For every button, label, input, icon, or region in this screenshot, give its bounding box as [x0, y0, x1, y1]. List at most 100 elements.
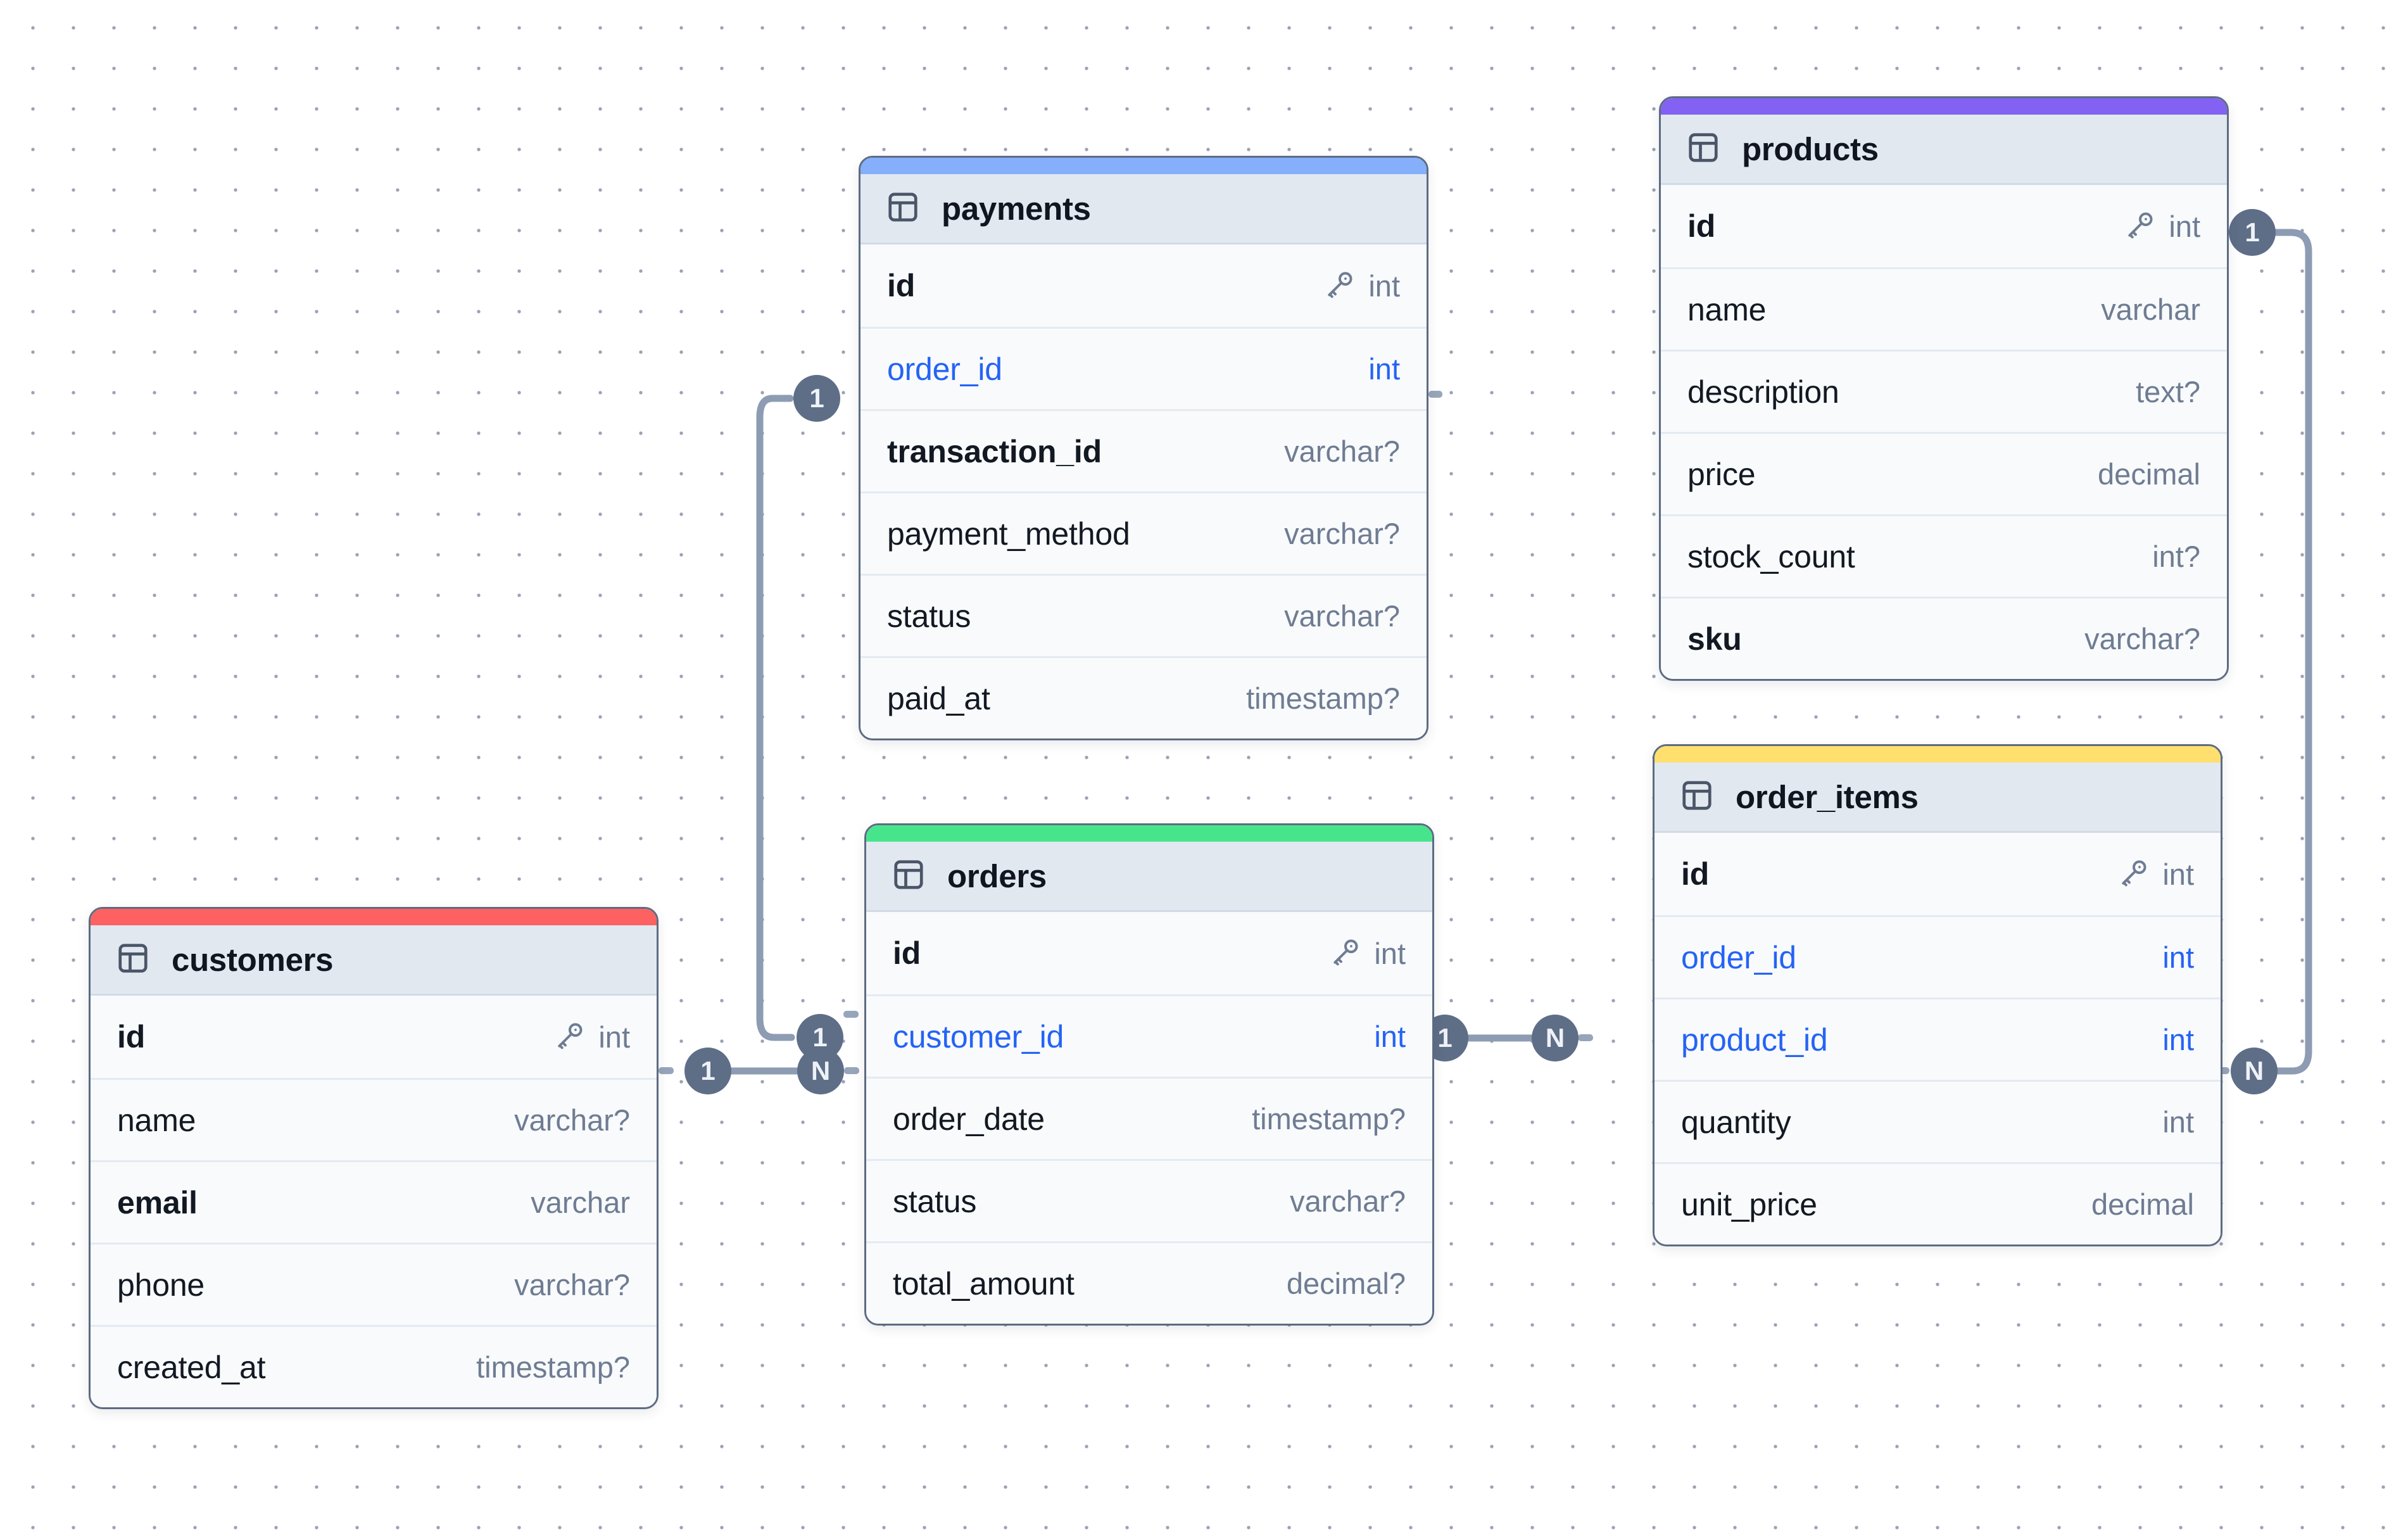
key-icon [1330, 936, 1361, 971]
table-accent-bar [1661, 98, 2227, 115]
field-name: price [1687, 456, 1756, 492]
field-meta: varchar [531, 1185, 630, 1220]
table-header[interactable]: customers [91, 925, 657, 996]
edge-stub [1428, 391, 1442, 398]
field-type: varchar? [1284, 517, 1400, 550]
field-type: varchar? [1290, 1184, 1406, 1218]
table-accent-bar [860, 158, 1427, 174]
cardinality-badge[interactable]: N [797, 1048, 844, 1094]
field-row[interactable]: email varchar [91, 1160, 657, 1243]
field-meta: timestamp? [1246, 681, 1400, 716]
table-icon [886, 190, 920, 227]
edge-stub [843, 1011, 859, 1018]
field-row[interactable]: unit_price decimal [1655, 1162, 2221, 1244]
field-meta: int [1330, 936, 1406, 971]
field-row[interactable]: phone varchar? [91, 1243, 657, 1325]
field-type: varchar [2101, 293, 2200, 326]
field-name: sku [1687, 621, 1742, 657]
field-meta: varchar? [2084, 621, 2200, 656]
table-header[interactable]: payments [860, 174, 1427, 244]
field-name: description [1687, 374, 1839, 410]
edge-stub [844, 1067, 859, 1074]
field-meta: varchar? [514, 1103, 630, 1137]
field-row[interactable]: id int [860, 244, 1427, 327]
field-type: varchar [531, 1186, 630, 1219]
field-name: status [893, 1183, 977, 1219]
field-meta: timestamp? [476, 1350, 630, 1384]
cardinality-badge[interactable]: 1 [2229, 209, 2276, 256]
field-name: transaction_id [887, 433, 1102, 469]
field-meta: varchar [2101, 292, 2200, 327]
field-row[interactable]: product_id int [1655, 998, 2221, 1080]
field-type: int [2162, 940, 2194, 974]
cardinality-badge[interactable]: N [1532, 1015, 1579, 1061]
field-name: order_id [887, 351, 1002, 387]
table-icon [116, 941, 150, 978]
field-meta: int [2118, 857, 2194, 892]
field-name: unit_price [1681, 1186, 1817, 1222]
field-meta: decimal [2091, 1187, 2194, 1222]
field-type: decimal [2091, 1188, 2194, 1221]
field-name: phone [117, 1267, 205, 1303]
field-meta: timestamp? [1252, 1101, 1406, 1136]
field-meta: int [1374, 1019, 1406, 1054]
field-type: timestamp? [1246, 681, 1400, 715]
field-row[interactable]: status varchar? [866, 1159, 1432, 1241]
cardinality-badge[interactable]: 1 [684, 1048, 731, 1094]
field-name: id [887, 268, 916, 303]
table-title: order_items [1736, 778, 1919, 815]
field-name: id [1687, 208, 1716, 244]
field-name: product_id [1681, 1022, 1828, 1058]
cardinality-badge[interactable]: 1 [793, 375, 840, 422]
edge-products-order-items [2271, 229, 2312, 1075]
field-type: int [1368, 269, 1400, 303]
table-header[interactable]: products [1661, 115, 2227, 185]
edge-payments-orders [756, 395, 795, 1041]
field-type: varchar? [2084, 622, 2200, 656]
field-type: varchar? [514, 1268, 630, 1302]
field-type: int? [2152, 540, 2200, 573]
key-icon [554, 1020, 586, 1054]
field-type: varchar? [514, 1103, 630, 1137]
field-meta: int [1324, 269, 1400, 303]
table-header[interactable]: order_items [1655, 763, 2221, 833]
field-name: email [117, 1184, 198, 1220]
cardinality-badge[interactable]: N [2231, 1048, 2278, 1094]
table-header[interactable]: orders [866, 842, 1432, 912]
field-meta: varchar? [1290, 1184, 1406, 1219]
field-row[interactable]: sku varchar? [1661, 597, 2227, 679]
field-meta: int [2162, 1105, 2194, 1139]
field-type: int [2162, 1023, 2194, 1056]
field-type: int [1374, 1020, 1406, 1053]
